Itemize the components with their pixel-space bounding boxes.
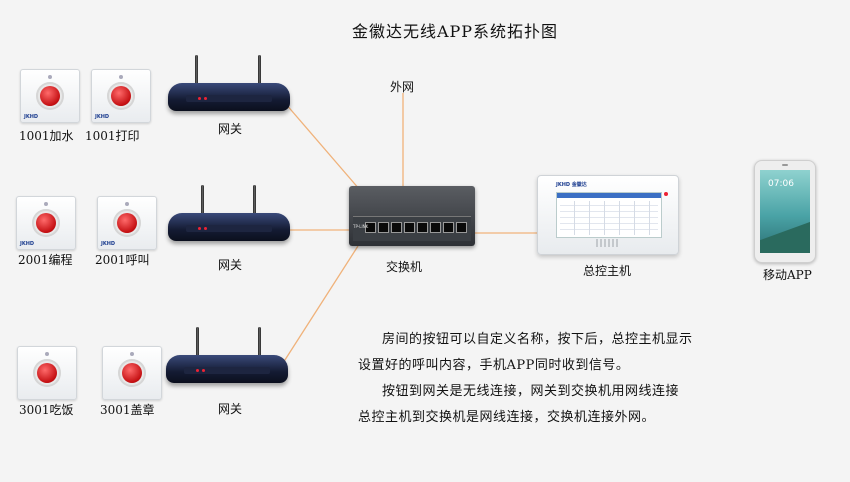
host-label: 总控主机 xyxy=(583,264,632,278)
router-band xyxy=(184,367,270,374)
description-line-1: 房间的按钮可以自定义名称，按下后，总控主机显示 xyxy=(382,332,693,347)
antenna xyxy=(258,327,261,361)
red-push-icon xyxy=(111,86,131,106)
description-line-2: 设置好的呼叫内容，手机APP同时收到信号。 xyxy=(358,358,630,373)
ethernet-port xyxy=(378,222,389,233)
button-label-2: 1001打印 xyxy=(85,129,140,143)
phone-screen: 07:06 xyxy=(760,170,810,253)
gateway-router-2 xyxy=(168,185,290,251)
button-brand: JKHD xyxy=(24,114,39,120)
switch-label: 交换机 xyxy=(386,260,423,274)
router-band xyxy=(186,225,272,232)
status-led xyxy=(204,97,207,100)
antenna xyxy=(196,327,199,361)
antenna xyxy=(195,55,198,89)
router-band xyxy=(186,95,272,102)
antenna xyxy=(258,55,261,89)
host-screen xyxy=(556,192,662,238)
button-ring xyxy=(107,82,135,110)
power-led xyxy=(664,192,668,196)
description-line-4: 总控主机到交换机是网线连接，交换机连接外网。 xyxy=(358,410,656,425)
indicator-dot xyxy=(119,75,123,79)
main-control-host: JKHD 金徽达 xyxy=(537,175,679,255)
router-body xyxy=(166,355,288,383)
button-ring xyxy=(113,209,141,237)
red-push-icon xyxy=(122,363,142,383)
speaker-grille xyxy=(596,239,618,247)
screen-grid xyxy=(560,201,658,235)
call-button-2001-call: JKHD xyxy=(97,196,157,250)
call-button-1001-print: JKHD xyxy=(91,69,151,123)
red-push-icon xyxy=(40,86,60,106)
indicator-dot xyxy=(48,75,52,79)
phone-time: 07:06 xyxy=(768,179,794,189)
button-label-1: 1001加水 xyxy=(19,129,74,143)
red-push-icon xyxy=(36,213,56,233)
host-brand: JKHD 金徽达 xyxy=(556,182,587,188)
mobile-phone: 07:06 xyxy=(754,160,816,263)
gateway-label-3: 网关 xyxy=(218,402,243,416)
wallpaper-hill xyxy=(760,219,810,253)
screen-header xyxy=(557,193,661,198)
switch-front-panel xyxy=(353,216,471,241)
link-gateway3-switch xyxy=(282,245,359,364)
button-ring xyxy=(33,359,61,387)
indicator-dot xyxy=(125,202,129,206)
router-body xyxy=(168,83,290,111)
button-brand: JKHD xyxy=(101,241,116,247)
status-led xyxy=(202,369,205,372)
status-led xyxy=(204,227,207,230)
antenna xyxy=(253,185,256,219)
call-button-1001-water: JKHD xyxy=(20,69,80,123)
ethernet-port xyxy=(391,222,402,233)
ethernet-port xyxy=(430,222,441,233)
button-ring xyxy=(32,209,60,237)
button-label-3: 2001编程 xyxy=(18,253,73,267)
external-network-label: 外网 xyxy=(390,80,415,94)
ethernet-port xyxy=(404,222,415,233)
gateway-label-2: 网关 xyxy=(218,258,243,272)
ethernet-port xyxy=(417,222,428,233)
button-label-5: 3001吃饭 xyxy=(19,403,74,417)
button-ring xyxy=(118,359,146,387)
indicator-dot xyxy=(44,202,48,206)
status-led xyxy=(198,227,201,230)
ethernet-port xyxy=(365,222,376,233)
status-led xyxy=(196,369,199,372)
gateway-label-1: 网关 xyxy=(218,122,243,136)
router-body xyxy=(168,213,290,241)
ethernet-port xyxy=(443,222,454,233)
link-gateway1-switch xyxy=(284,102,361,191)
button-brand: JKHD xyxy=(20,241,35,247)
camera-icon xyxy=(782,164,788,166)
gateway-router-1 xyxy=(168,55,290,121)
red-push-icon xyxy=(117,213,137,233)
status-led xyxy=(198,97,201,100)
red-push-icon xyxy=(37,363,57,383)
network-switch: TP-LINK xyxy=(349,186,475,246)
switch-brand: TP-LINK xyxy=(353,224,369,229)
button-ring xyxy=(36,82,64,110)
ethernet-port xyxy=(456,222,467,233)
gateway-router-3 xyxy=(166,327,288,393)
diagram-title: 金徽达无线APP系统拓扑图 xyxy=(351,22,559,41)
call-button-2001-program: JKHD xyxy=(16,196,76,250)
indicator-dot xyxy=(130,352,134,356)
call-button-3001-stamp xyxy=(102,346,162,400)
antenna xyxy=(201,185,204,219)
button-label-6: 3001盖章 xyxy=(100,403,155,417)
indicator-dot xyxy=(45,352,49,356)
button-label-4: 2001呼叫 xyxy=(95,253,150,267)
button-brand: JKHD xyxy=(95,114,110,120)
description-line-3: 按钮到网关是无线连接，网关到交换机用网线连接 xyxy=(382,384,680,399)
mobile-label: 移动APP xyxy=(763,268,812,282)
call-button-3001-eat xyxy=(17,346,77,400)
